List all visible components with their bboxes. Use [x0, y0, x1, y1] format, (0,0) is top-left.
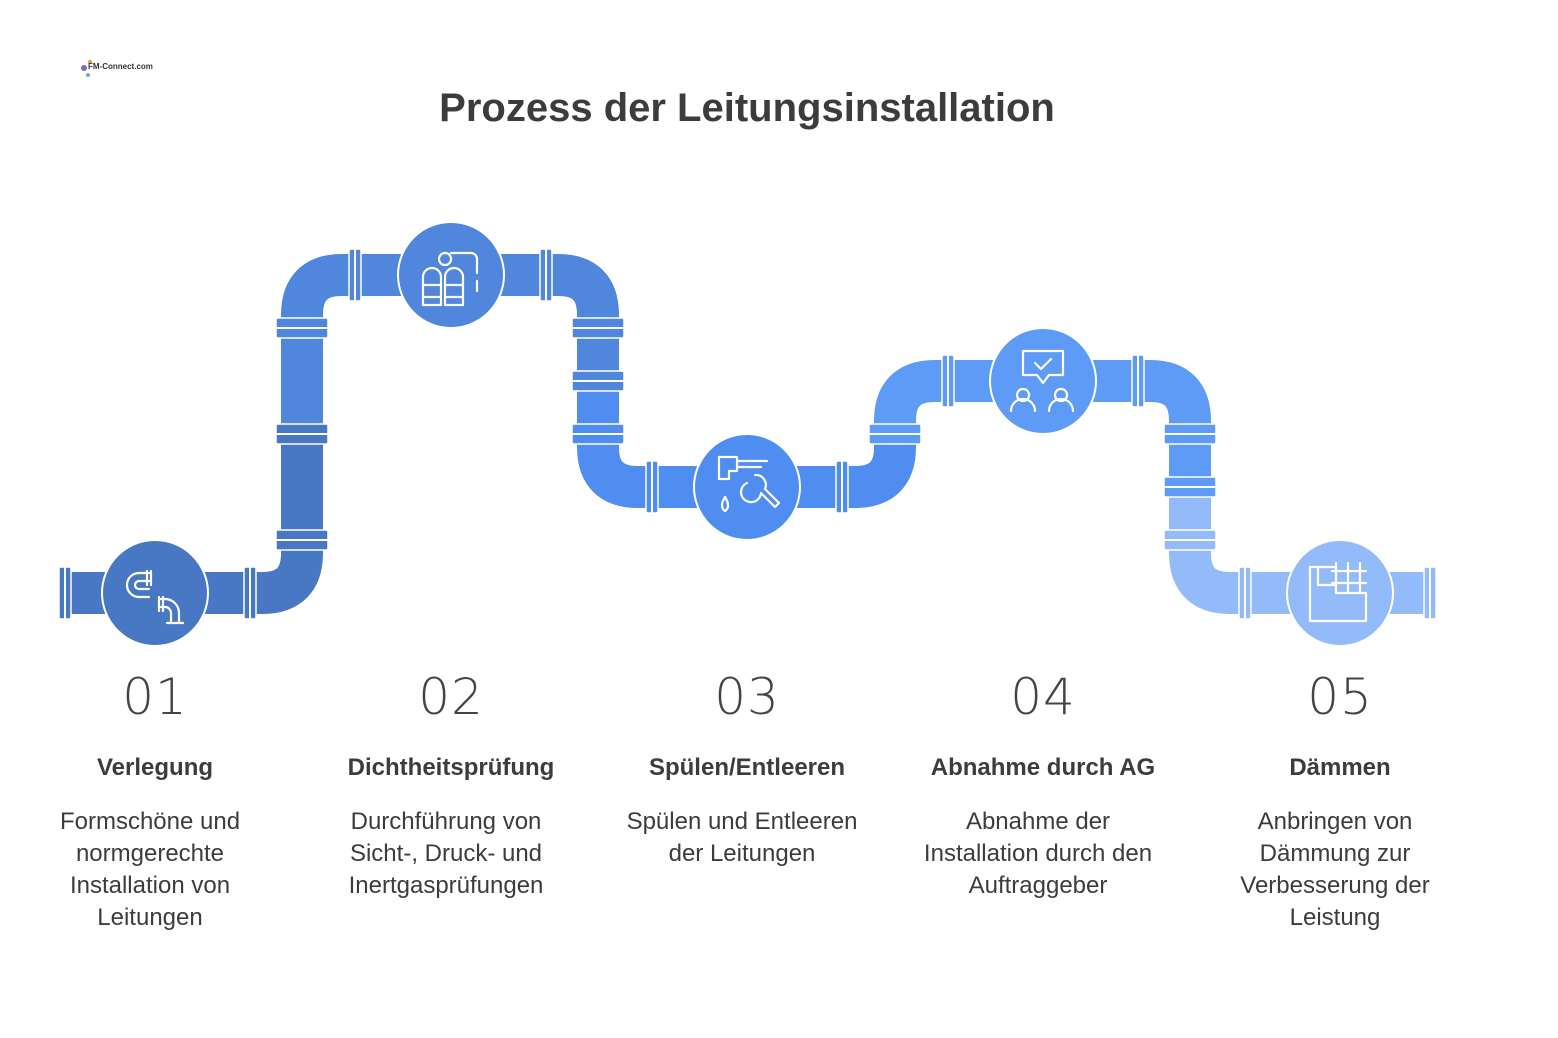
pipe-elbow-icon — [125, 569, 185, 625]
step-title: Abnahme durch AG — [930, 754, 1156, 781]
step-number: 01 — [122, 668, 188, 726]
step-2-circle — [397, 221, 505, 329]
step-number: 04 — [1010, 668, 1076, 726]
faucet-wrench-drop-icon — [717, 455, 781, 513]
step-title: Spülen/Entleeren — [648, 754, 846, 781]
step-1-circle — [101, 539, 209, 647]
step-number: 05 — [1307, 668, 1373, 726]
step-title: Dämmen — [1289, 754, 1391, 781]
step-3-circle — [693, 433, 801, 541]
step-description: Spülen und Entleeren der Leitungen — [626, 808, 858, 867]
logo-icon — [81, 60, 92, 77]
pipe-segment-5 — [1169, 487, 1433, 614]
logo-text: FM-Connect.com — [88, 62, 153, 71]
step-description: Formschöne und normgerechte Installation… — [59, 808, 241, 931]
gas-cylinders-gauge-icon — [421, 251, 479, 307]
logo: FM-Connect.com — [78, 58, 153, 80]
step-title: Dichtheitsprüfung — [347, 754, 555, 781]
step-description: Abnahme der Installation durch den Auftr… — [923, 808, 1153, 899]
step-number: 02 — [418, 668, 484, 726]
page-title: Prozess der Leitungsinstallation — [439, 86, 1055, 130]
step-number: 03 — [714, 668, 780, 726]
step-description: Anbringen von Dämmung zur Verbesserung d… — [1240, 808, 1430, 931]
people-approval-icon — [1009, 349, 1075, 413]
pipe-segment-1 — [62, 435, 323, 614]
step-title: Verlegung — [96, 754, 214, 781]
insulation-grid-icon — [1308, 561, 1368, 623]
step-4-circle — [989, 327, 1097, 435]
step-description: Durchführung von Sicht-, Druck- und Iner… — [348, 808, 544, 899]
